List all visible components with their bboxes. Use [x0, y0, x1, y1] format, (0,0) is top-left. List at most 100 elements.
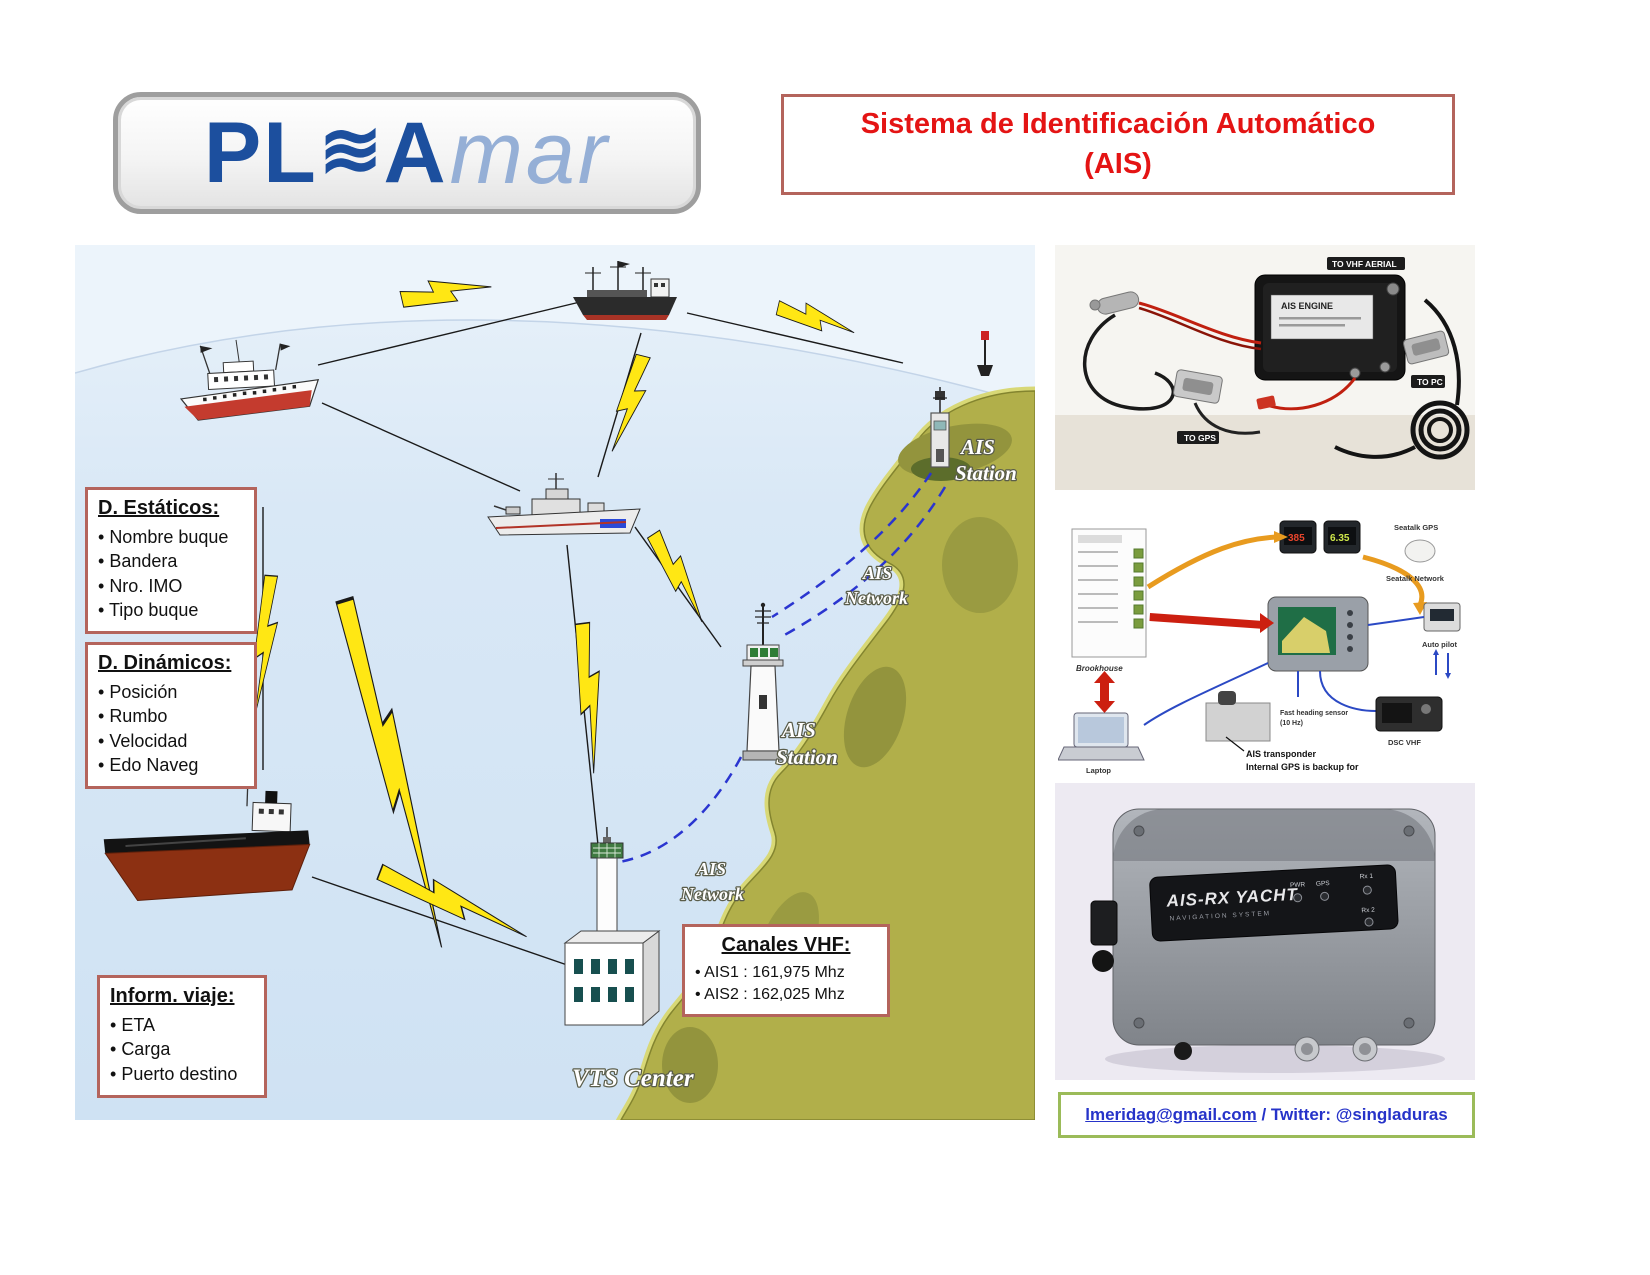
list-item: Posición: [98, 680, 244, 704]
wave-icon: ≋: [318, 107, 383, 193]
nmea-wiring: [1143, 616, 1425, 726]
multiplexer: Brookhouse: [1071, 528, 1147, 673]
ais-station-mid: [742, 602, 784, 761]
vhf-connector: [1386, 282, 1400, 296]
horizon-arc: [74, 319, 1036, 406]
info-box-canales: Canales VHF: AIS1 : 161,975 Mhz AIS2 : 1…: [682, 924, 890, 1018]
laptop-label: Laptop: [1086, 766, 1111, 775]
ais-network-links: [611, 472, 947, 865]
list-item: AIS2 : 162,025 Mhz: [695, 984, 877, 1006]
ais-network-bottom-label-2: Network: [680, 884, 744, 904]
info-box-title: D. Dinámicos:: [98, 652, 232, 674]
rx2-label: Rx 2: [1361, 907, 1375, 915]
seatalk-network-label: Seatalk Network: [1386, 574, 1445, 583]
list-item: Nro. IMO: [98, 574, 244, 598]
brookhouse-label: Brookhouse: [1076, 664, 1123, 673]
info-box-title: Canales VHF:: [721, 934, 851, 956]
db9-pc: [1403, 330, 1450, 365]
autopilot: Auto pilot: [1422, 602, 1461, 679]
gps-cable: [1082, 313, 1175, 411]
slide-title-line1: Sistema de Identificación Automático: [860, 108, 1376, 141]
chartplotter: [1267, 596, 1369, 672]
footer-separator: /: [1256, 1105, 1271, 1124]
station-hill: [911, 457, 971, 481]
gps-label: GPS: [1316, 880, 1331, 888]
rx1-label: Rx 1: [1359, 873, 1373, 881]
list-item: ETA: [110, 1013, 254, 1037]
logo-text-pl: PL: [203, 104, 318, 201]
buoy: [977, 331, 993, 376]
coiled-cable: [1334, 298, 1470, 460]
list-item: Bandera: [98, 549, 244, 573]
list-item: Tipo buque: [98, 598, 244, 622]
seatalk-gps-label: Seatalk GPS: [1394, 523, 1438, 532]
slide-title-box: Sistema de Identificación Automático (AI…: [781, 94, 1455, 195]
laptop: Laptop: [1058, 712, 1145, 775]
photo-captions: TO VHF AERIAL TO GPS TO PC: [1177, 257, 1445, 444]
instruments: 385 6.35 Seatalk GPS: [1279, 520, 1438, 563]
info-box-title: D. Estáticos:: [98, 497, 220, 519]
to-gps-label: TO GPS: [1184, 433, 1216, 443]
seatalk-arrows: [1146, 534, 1425, 607]
receiver-connectors: [1090, 900, 1378, 1062]
photo-network-schematic: Brookhouse Laptop 385 6: [1058, 515, 1475, 780]
ais-station-top-label-1: AIS: [959, 435, 995, 459]
to-pc-label: TO PC: [1417, 377, 1443, 387]
list-item: Edo Naveg: [98, 753, 244, 777]
ais-network-bottom-label-1: AIS: [696, 859, 726, 879]
photo-ais-engine: AIS ENGINE: [1055, 245, 1475, 490]
ais-diagram: AIS Station AIS Network AIS Station AIS …: [74, 245, 1040, 1125]
ais-station-top: [930, 387, 950, 468]
info-box-title: Inform. viaje:: [110, 985, 235, 1007]
gauge-right-value: 6.35: [1330, 533, 1350, 544]
tanker-ship: [103, 788, 311, 901]
contact-footer: lmeridag@gmail.com / Twitter: @singladur…: [1058, 1092, 1475, 1138]
logo-text-mar: mar: [449, 103, 611, 202]
auto-pilot-label: Auto pilot: [1422, 640, 1457, 649]
ais-engine-photo: AIS ENGINE: [1055, 245, 1475, 490]
transponder-note-1: AIS transponder: [1246, 749, 1317, 759]
network-schematic: Brookhouse Laptop 385 6: [1058, 515, 1475, 780]
note-arrow: [1225, 736, 1245, 752]
ferry-ship: [179, 339, 320, 421]
list-item: Rumbo: [98, 704, 244, 728]
gauge-left-value: 385: [1288, 533, 1305, 544]
ais-engine-box: AIS ENGINE: [1254, 274, 1406, 381]
slide-title-line2: (AIS): [1084, 147, 1152, 180]
info-box-estaticos: D. Estáticos: Nombre buque Bandera Nro. …: [85, 487, 257, 635]
ais-coverage-map: AIS Station AIS Network AIS Station AIS …: [74, 245, 1040, 1125]
sky-band: [75, 245, 1035, 405]
twitter-handle: Twitter: @singladuras: [1270, 1105, 1448, 1124]
info-box-viaje: Inform. viaje: ETA Carga Puerto destino: [97, 975, 267, 1098]
fast-heading-label-1: Fast heading sensor: [1280, 710, 1348, 717]
ais-network-top-label-2: Network: [844, 588, 908, 608]
red-arrow-horizontal: [1149, 613, 1274, 633]
vhf-radio: DSC VHF: [1375, 696, 1443, 747]
list-item: AIS1 : 161,975 Mhz: [695, 962, 877, 984]
transponder-note-2: Internal GPS is backup for: [1246, 762, 1359, 772]
cargo-ship: [573, 261, 677, 320]
ais-station-mid-label-2: Station: [776, 745, 838, 769]
fast-heading-label-2: (10 Hz): [1280, 720, 1303, 727]
list-item: Nombre buque: [98, 525, 244, 549]
ais-station-top-label-2: Station: [955, 461, 1017, 485]
vts-center-building: [563, 827, 661, 1027]
red-arrow-vertical: [1094, 671, 1115, 713]
navy-ship: [487, 473, 641, 536]
info-box-dinamicos: D. Dinámicos: Posición Rumbo Velocidad E…: [85, 642, 257, 790]
dsc-vhf-label: DSC VHF: [1388, 738, 1421, 747]
vts-center-label: VTS Center: [572, 1065, 694, 1092]
ais-network-top-label-1: AIS: [862, 563, 892, 583]
gps-dome: [1404, 539, 1436, 563]
to-vhf-aerial-label: TO VHF AERIAL: [1332, 259, 1397, 269]
email-link[interactable]: lmeridag@gmail.com: [1085, 1105, 1257, 1124]
db9-gps: [1173, 369, 1261, 435]
engine-label: AIS ENGINE: [1281, 301, 1333, 311]
power-plug: [1089, 291, 1357, 411]
list-item: Carga: [110, 1037, 254, 1061]
photo-ais-receiver: AIS-RX YACHT NAVIGATION SYSTEM PWR GPS R…: [1055, 783, 1475, 1080]
ais-station-mid-label-1: AIS: [780, 718, 816, 742]
heading-sensor: Fast heading sensor (10 Hz): [1205, 691, 1348, 742]
ais-receiver-photo: AIS-RX YACHT NAVIGATION SYSTEM PWR GPS R…: [1055, 783, 1475, 1080]
